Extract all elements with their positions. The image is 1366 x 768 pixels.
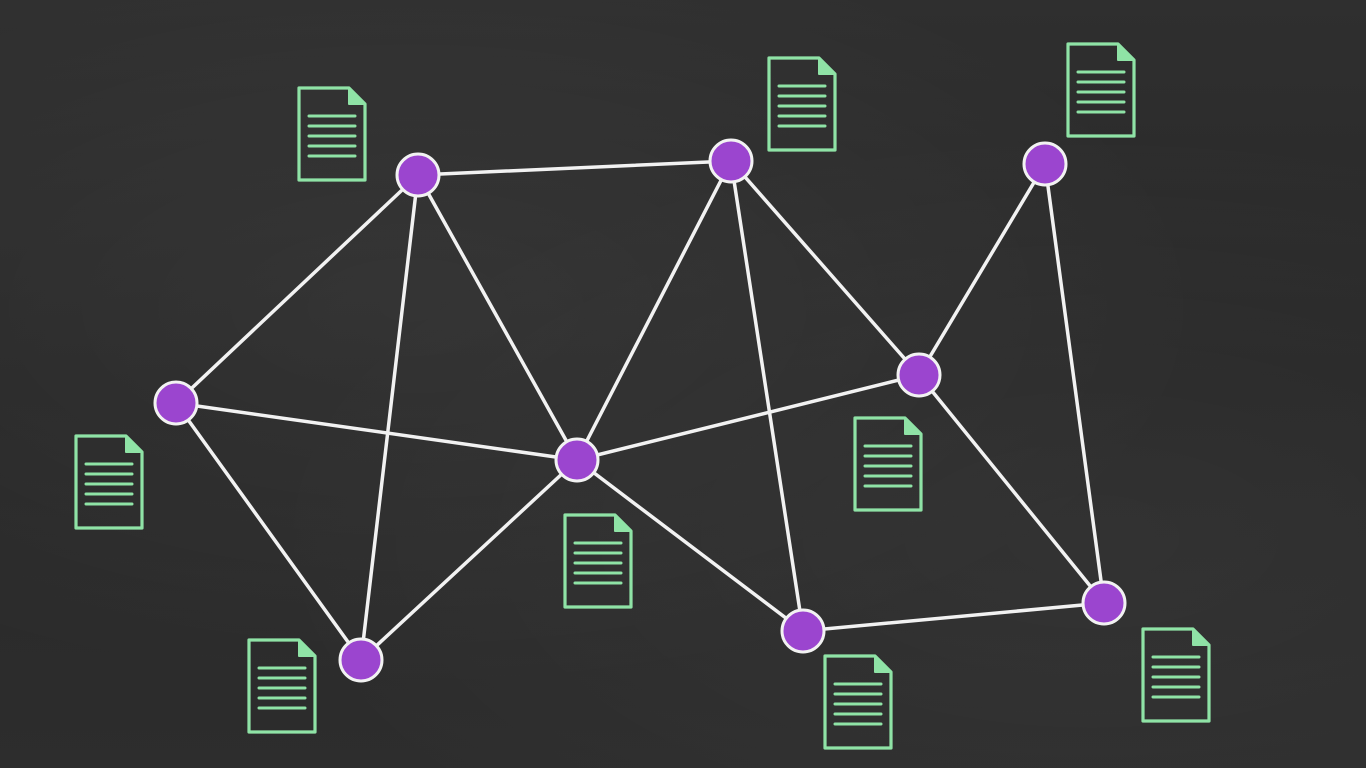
edge-n2-n5 [575, 159, 733, 462]
edge-n1-n4 [174, 173, 420, 405]
network-node-icon-n1 [395, 152, 441, 198]
network-node-icon-n3 [1022, 141, 1068, 187]
document-icon [823, 654, 893, 750]
edge-n8-n9 [801, 601, 1106, 633]
network-node-icon-n7 [896, 352, 942, 398]
network-node-icon-n5 [554, 437, 600, 483]
edge-n7-n9 [917, 373, 1106, 605]
document-icon [247, 638, 317, 734]
document-icon [767, 56, 837, 152]
document-icon [74, 434, 144, 530]
document-icon [853, 416, 923, 512]
nodes-layer [153, 138, 1127, 683]
edge-n3-n7 [917, 162, 1047, 377]
edge-n4-n5 [174, 401, 579, 462]
edge-n3-n9 [1043, 162, 1106, 605]
edge-n1-n6 [359, 173, 420, 662]
edge-n5-n6 [359, 458, 579, 662]
edge-n1-n5 [416, 173, 579, 462]
documents-layer [74, 42, 1211, 750]
edge-n4-n6 [174, 401, 363, 662]
network-node-icon-n6 [338, 637, 384, 683]
document-icon [563, 513, 633, 609]
edge-n5-n7 [575, 373, 921, 462]
network-node-icon-n4 [153, 380, 199, 426]
edge-n5-n8 [575, 458, 805, 633]
document-icon [297, 86, 367, 182]
edge-n2-n8 [729, 159, 805, 633]
network-node-icon-n8 [780, 608, 826, 654]
edge-n2-n7 [729, 159, 921, 377]
document-icon [1066, 42, 1136, 138]
document-icon [1141, 627, 1211, 723]
network-node-icon-n2 [708, 138, 754, 184]
edge-n1-n2 [416, 159, 733, 177]
edges-layer [174, 159, 1106, 662]
network-node-icon-n9 [1081, 580, 1127, 626]
